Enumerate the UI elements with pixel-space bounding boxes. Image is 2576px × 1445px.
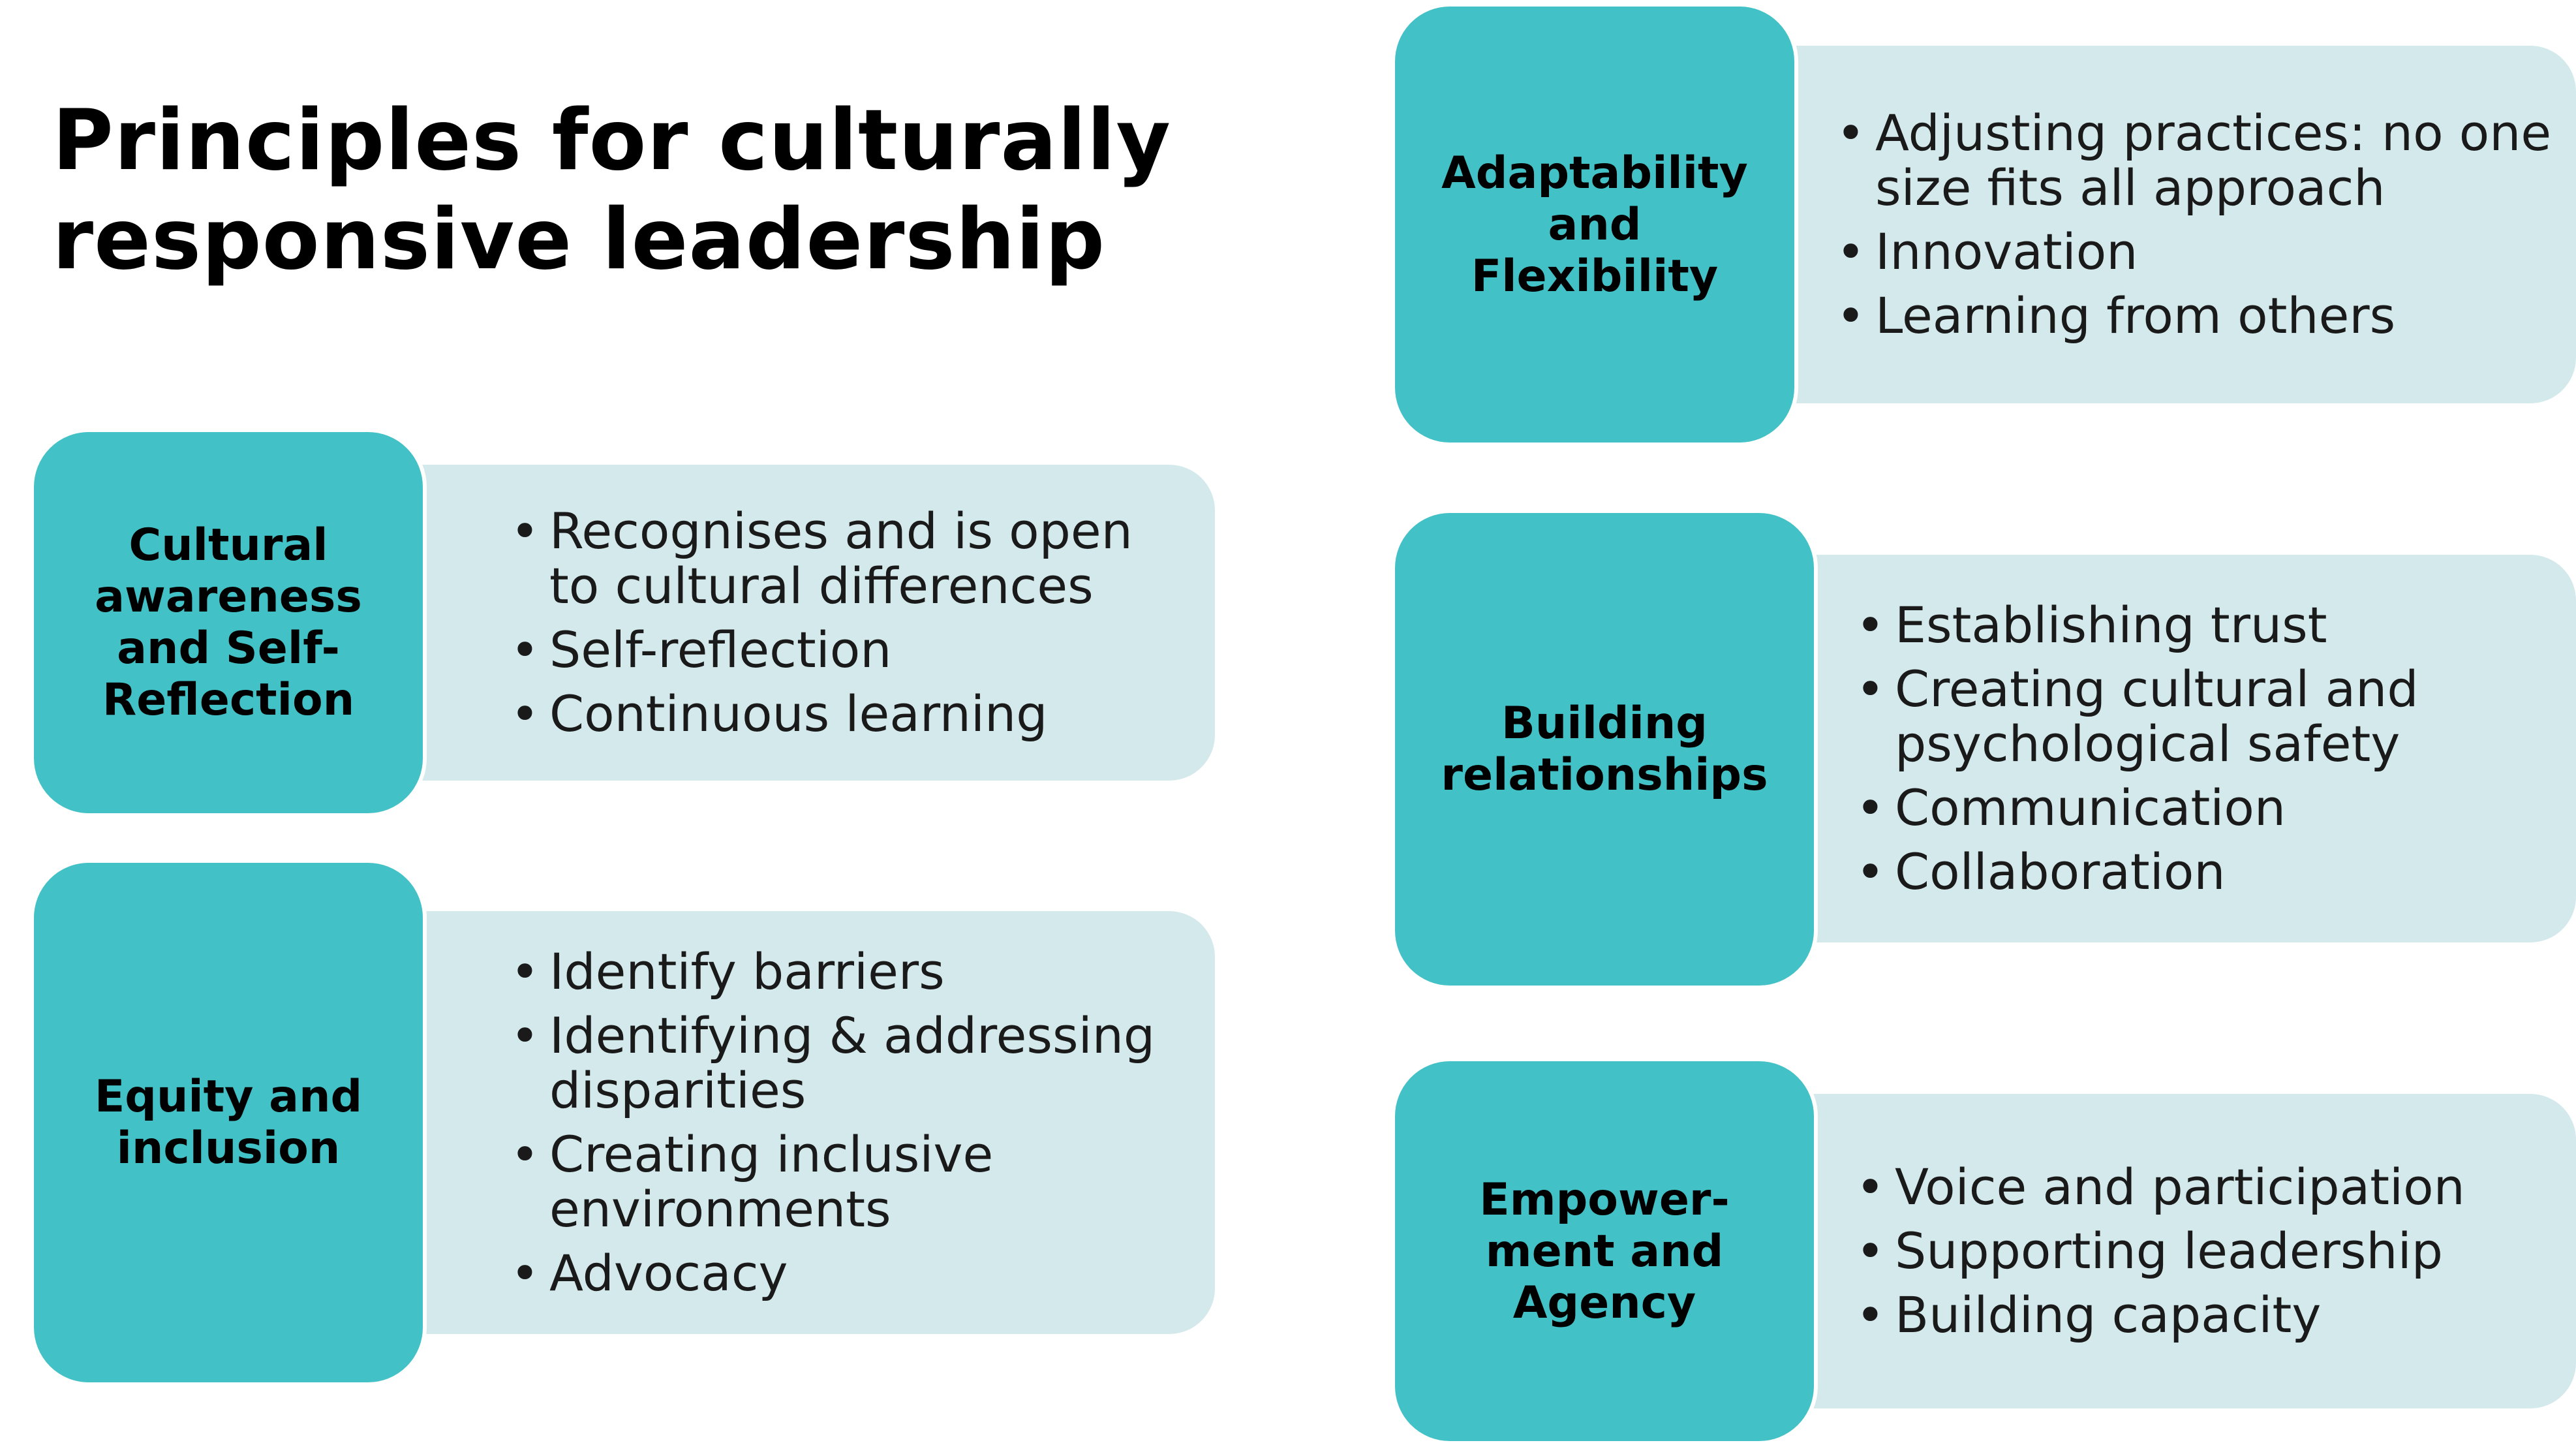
title-line-2: responsive leadership — [52, 191, 1106, 288]
principle-label: Adaptability and Flexibility — [1441, 147, 1748, 302]
bullet-icon: • — [1856, 660, 1885, 718]
principle-point-list: •Identify barriers •Identifying & addres… — [506, 944, 1189, 1301]
page-title: Principles for culturally responsive lea… — [52, 91, 1171, 290]
principle-label-box: Cultural awareness and Self- Reflection — [30, 428, 427, 817]
list-item: •Innovation — [1836, 223, 2138, 281]
principle-label-box: Adaptability and Flexibility — [1391, 3, 1798, 446]
list-item: •Creating inclusive environments — [510, 1125, 994, 1238]
bullet-icon: • — [510, 502, 540, 560]
principle-detail-panel: •Identify barriers •Identifying & addres… — [408, 911, 1215, 1334]
bullet-icon: • — [1856, 596, 1885, 654]
list-item: •Voice and participation — [1856, 1158, 2465, 1216]
principle-point-list: •Adjusting practices: no one size fits a… — [1832, 106, 2556, 343]
bullet-icon: • — [510, 1244, 540, 1302]
list-item: •Collaboration — [1856, 843, 2226, 901]
principle-label: Cultural awareness and Self- Reflection — [95, 520, 362, 726]
title-line-1: Principles for culturally — [52, 92, 1171, 189]
list-item: •Advocacy — [510, 1244, 788, 1302]
list-item: •Building capacity — [1856, 1286, 2322, 1344]
list-item: •Self-reflection — [510, 621, 892, 679]
bullet-icon: • — [510, 942, 540, 1001]
list-item: •Establishing trust — [1856, 596, 2327, 654]
principle-detail-panel: •Adjusting practices: no one size fits a… — [1770, 46, 2576, 403]
bullet-icon: • — [1836, 223, 1865, 281]
bullet-icon: • — [1856, 1158, 1885, 1216]
principle-label-box: Building relationships — [1391, 509, 1818, 989]
list-item: •Adjusting practices: no one size fits a… — [1836, 104, 2552, 217]
principle-label: Equity and inclusion — [94, 1071, 363, 1174]
list-item: •Identifying & addressing disparities — [510, 1006, 1156, 1119]
bullet-icon: • — [510, 621, 540, 679]
list-item: •Recognises and is open to cultural diff… — [510, 502, 1133, 615]
principle-point-list: •Establishing trust •Creating cultural a… — [1852, 598, 2556, 899]
bullet-icon: • — [510, 1125, 540, 1183]
bullet-icon: • — [1836, 287, 1865, 345]
principle-building-relationships: •Establishing trust •Creating cultural a… — [1391, 509, 2576, 989]
list-item: •Learning from others — [1836, 287, 2396, 345]
principle-detail-panel: •Establishing trust •Creating cultural a… — [1789, 555, 2576, 942]
principle-detail-panel: •Voice and participation •Supporting lea… — [1789, 1094, 2576, 1408]
list-item: •Continuous learning — [510, 685, 1048, 743]
principle-point-list: •Voice and participation •Supporting lea… — [1852, 1160, 2465, 1343]
bullet-icon: • — [510, 685, 540, 743]
bullet-icon: • — [1856, 843, 1885, 901]
list-item: •Identify barriers — [510, 942, 945, 1001]
principle-detail-panel: •Recognises and is open to cultural diff… — [408, 465, 1215, 781]
principle-cultural-awareness: •Recognises and is open to cultural diff… — [30, 428, 1215, 817]
principle-label-box: Equity and inclusion — [30, 859, 427, 1386]
principle-equity-inclusion: •Identify barriers •Identifying & addres… — [30, 859, 1215, 1386]
list-item: •Supporting leadership — [1856, 1222, 2443, 1280]
list-item: •Communication — [1856, 779, 2286, 837]
bullet-icon: • — [510, 1006, 540, 1064]
principle-label-box: Empower- ment and Agency — [1391, 1057, 1818, 1445]
principle-adaptability-flexibility: •Adjusting practices: no one size fits a… — [1391, 3, 2576, 446]
principle-point-list: •Recognises and is open to cultural diff… — [506, 504, 1189, 741]
bullet-icon: • — [1856, 1222, 1885, 1280]
bullet-icon: • — [1836, 104, 1865, 162]
principle-label: Empower- ment and Agency — [1479, 1173, 1730, 1329]
principle-empowerment-agency: •Voice and participation •Supporting lea… — [1391, 1057, 2576, 1445]
list-item: •Creating cultural and psychological saf… — [1856, 660, 2419, 773]
principle-label: Building relationships — [1441, 698, 1768, 801]
bullet-icon: • — [1856, 779, 1885, 837]
bullet-icon: • — [1856, 1286, 1885, 1344]
